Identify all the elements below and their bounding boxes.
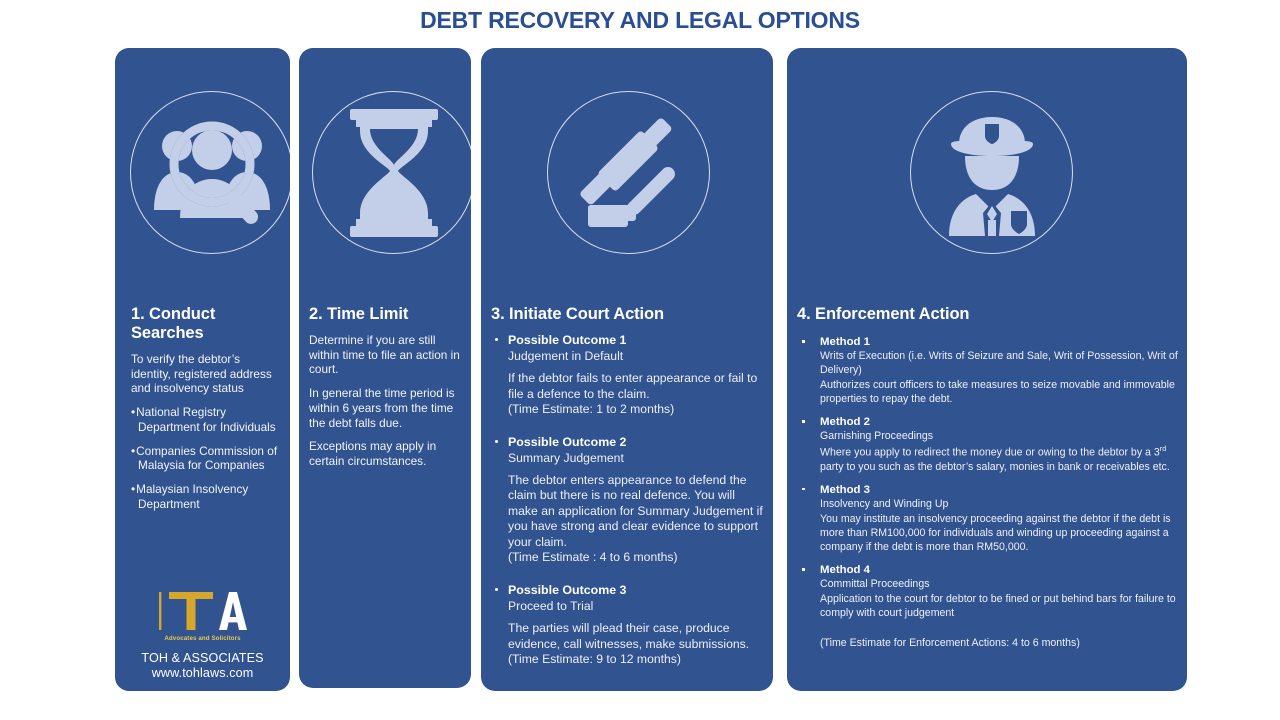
card-conduct-searches: 1. Conduct Searches To verify the debtor… (115, 48, 290, 691)
bullet-text: Companies Commission of Malaysia for Com… (136, 443, 278, 473)
outcome-title: Possible Outcome 3 (508, 582, 627, 597)
method-description: You may institute an insolvency proceedi… (820, 512, 1171, 554)
bullet-square-icon (802, 420, 805, 423)
card-time-limit: 2. Time Limit Determine if you are still… (299, 48, 471, 688)
outcome-subtitle: Proceed to Trial (508, 598, 594, 613)
card-initiate-court-action: 3. Initiate Court Action Possible Outcom… (481, 48, 773, 691)
card-enforcement-action: 4. Enforcement Action Method 1 Writs of … (787, 48, 1187, 691)
outcome-time-estimate: (Time Estimate: 1 to 2 months) (508, 402, 675, 417)
outcome-item: Possible Outcome 1 Judgement in Default … (491, 333, 767, 418)
enforcement-time-estimate: (Time Estimate for Enforcement Actions: … (820, 637, 1080, 650)
bullet-square-icon (802, 487, 805, 491)
outcome-item: Possible Outcome 3 Proceed to Trial The … (491, 583, 767, 668)
card-2-body: 2. Time Limit Determine if you are still… (309, 305, 464, 478)
outcome-description: The parties will plead their case, produ… (508, 621, 750, 651)
method-description-pre: Where you apply to redirect the money du… (820, 446, 1160, 459)
firm-logo-block: Advocates and Solicitors TOH & ASSOCIATE… (115, 588, 290, 680)
card-1-bullet-list: •National Registry Department for Indivi… (131, 405, 283, 511)
method-description: Where you apply to redirect the money du… (820, 444, 1185, 474)
people-search-icon (130, 91, 290, 254)
hourglass-icon (312, 91, 471, 254)
list-item: •Companies Commission of Malaysia for Co… (131, 443, 278, 473)
card-2-paragraph: Exceptions may apply in certain circumst… (309, 439, 437, 469)
method-item: Method 2 Garnishing Proceedings Where yo… (797, 415, 1185, 474)
outcome-description: The debtor enters appearance to defend t… (508, 472, 763, 549)
card-1-heading: 1. Conduct Searches (131, 305, 216, 342)
outcome-subtitle: Summary Judgement (508, 450, 624, 465)
list-item: •National Registry Department for Indivi… (131, 405, 276, 434)
outcome-time-estimate: (Time Estimate : 4 to 6 months) (508, 550, 678, 565)
card-3-heading: 3. Initiate Court Action (491, 305, 664, 323)
card-4-heading: 4. Enforcement Action (797, 305, 970, 323)
bullet-square-icon (802, 340, 805, 343)
card-2-heading: 2. Time Limit (309, 305, 409, 323)
outcome-description: If the debtor fails to enter appearance … (508, 371, 758, 401)
card-1-intro: To verify the debtor’s identity, registe… (131, 352, 272, 396)
bullet-text: Malaysian Insolvency Department (136, 482, 249, 511)
bullet-dot-icon (495, 439, 499, 443)
outcome-item: Possible Outcome 2 Summary Judgement The… (491, 435, 767, 566)
method-subtitle: Writs of Execution (i.e. Writs of Seizur… (820, 349, 1178, 376)
method-item: Method 1 Writs of Execution (i.e. Writs … (797, 335, 1185, 406)
method-description-post: party to you such as the debtor’s salary… (820, 460, 1170, 473)
method-item: Method 4 Committal Proceedings Applicati… (797, 563, 1185, 620)
card-3-body: 3. Initiate Court Action Possible Outcom… (491, 305, 767, 679)
method-item: Method 3 Insolvency and Winding Up You m… (797, 483, 1185, 554)
logo-tagline: Advocates and Solicitors (164, 635, 241, 642)
ordinal-suffix: rd (1159, 443, 1167, 453)
outcome-time-estimate: (Time Estimate: 9 to 12 months) (508, 652, 681, 667)
method-subtitle: Committal Proceedings (820, 578, 930, 591)
method-title: Method 3 (820, 483, 870, 496)
outcome-title: Possible Outcome 2 (508, 434, 627, 449)
card-1-body: 1. Conduct Searches To verify the debtor… (131, 305, 283, 521)
page-title: DEBT RECOVERY AND LEGAL OPTIONS (420, 7, 860, 33)
gavel-icon (547, 91, 710, 254)
bullet-text: National Registry Department for Individ… (136, 405, 276, 434)
method-title: Method 2 (820, 416, 870, 429)
card-4-body: 4. Enforcement Action Method 1 Writs of … (797, 305, 1185, 651)
outcome-subtitle: Judgement in Default (508, 349, 624, 364)
method-title: Method 4 (820, 564, 870, 577)
method-description: Authorizes court officers to take measur… (820, 378, 1175, 405)
toh-associates-logo-icon (158, 592, 247, 630)
bullet-dot-icon (495, 587, 499, 592)
method-subtitle: Insolvency and Winding Up (820, 497, 949, 510)
bullet-square-icon (802, 568, 805, 571)
method-subtitle: Garnishing Proceedings (820, 429, 934, 442)
firm-website[interactable]: www.tohlaws.com (151, 666, 254, 680)
police-officer-icon (910, 91, 1073, 254)
card-2-paragraph: Determine if you are still within time t… (309, 333, 460, 377)
method-title: Method 1 (820, 336, 870, 348)
list-item: •Malaysian Insolvency Department (131, 482, 249, 511)
bullet-dot-icon (495, 338, 499, 342)
firm-name: TOH & ASSOCIATES (141, 651, 264, 665)
outcome-title: Possible Outcome 1 (508, 333, 627, 347)
card-2-paragraph: In general the time period is within 6 y… (309, 386, 455, 430)
method-description: Application to the court for debtor to b… (820, 593, 1176, 620)
